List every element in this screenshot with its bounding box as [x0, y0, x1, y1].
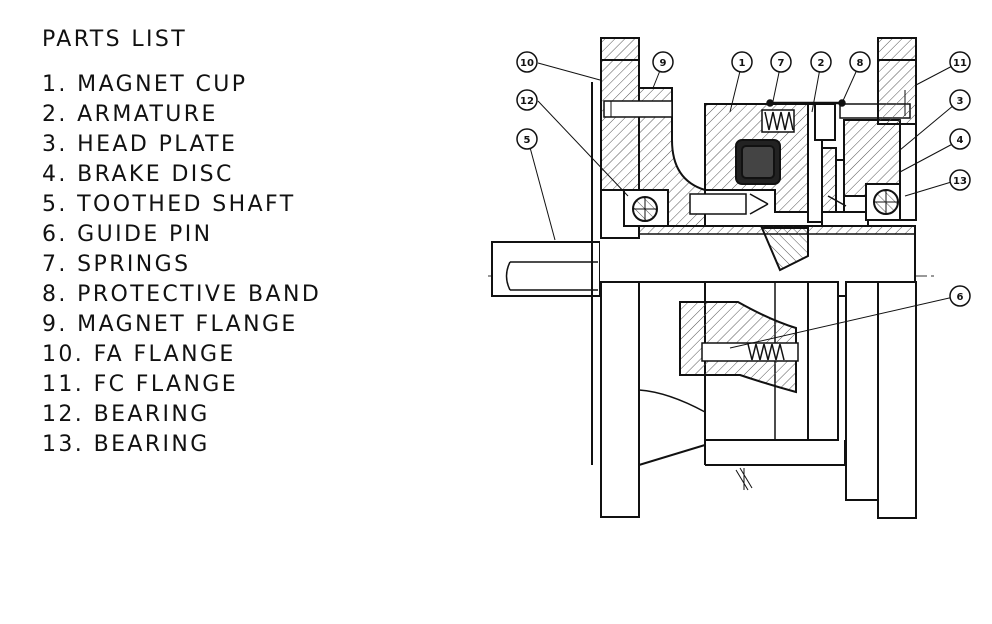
- brake-cross-section-drawing: 10 9 1 7 2 8 11 12 3 5 4 13 6: [488, 37, 971, 519]
- part-item-11: 11. FC FLANGE: [42, 372, 239, 397]
- callout-8: 8: [849, 51, 871, 73]
- parts-list-title: PARTS LIST: [42, 27, 188, 52]
- callout-10: 10: [516, 51, 538, 73]
- part-item-2: 2. ARMATURE: [42, 102, 218, 127]
- svg-text:1: 1: [739, 58, 746, 69]
- part-item-12: 12. BEARING: [42, 402, 210, 427]
- svg-text:5: 5: [524, 135, 531, 146]
- callout-2: 2: [810, 51, 832, 73]
- callout-1: 1: [731, 51, 753, 73]
- springs-7: [761, 109, 795, 133]
- part-item-9: 9. MAGNET FLANGE: [42, 312, 298, 337]
- part-item-13: 13. BEARING: [42, 432, 210, 457]
- part-item-3: 3. HEAD PLATE: [42, 132, 238, 157]
- part-item-10: 10. FA FLANGE: [42, 342, 236, 367]
- parts-list-panel: PARTS LIST 1. MAGNET CUP 2. ARMATURE 3. …: [42, 26, 321, 460]
- svg-text:12: 12: [520, 96, 534, 107]
- fc-flange: [877, 37, 917, 519]
- fa-flange: [591, 37, 640, 518]
- housing-lower: [704, 440, 846, 466]
- head-plate: [839, 103, 911, 501]
- svg-text:7: 7: [778, 58, 785, 69]
- callout-11: 11: [949, 51, 971, 73]
- svg-text:10: 10: [520, 58, 534, 69]
- callout-5: 5: [516, 128, 538, 150]
- svg-text:13: 13: [953, 176, 967, 187]
- part-item-7: 7. SPRINGS: [42, 252, 191, 277]
- svg-text:11: 11: [953, 58, 967, 69]
- part-item-1: 1. MAGNET CUP: [42, 72, 248, 97]
- part-item-8: 8. PROTECTIVE BAND: [42, 282, 322, 307]
- part-item-4: 4. BRAKE DISC: [42, 162, 234, 187]
- svg-text:9: 9: [660, 58, 667, 69]
- callout-3: 3: [949, 89, 971, 111]
- svg-text:6: 6: [957, 292, 964, 303]
- callout-6: 6: [949, 285, 971, 307]
- bearing-12: [623, 189, 669, 227]
- part-item-6: 6. GUIDE PIN: [42, 222, 213, 247]
- svg-text:4: 4: [957, 135, 964, 146]
- parts-list: 1. MAGNET CUP 2. ARMATURE 3. HEAD PLATE …: [42, 70, 321, 460]
- brake-disc: [821, 147, 869, 227]
- svg-text:8: 8: [857, 58, 864, 69]
- callout-7: 7: [770, 51, 792, 73]
- callout-9: 9: [652, 51, 674, 73]
- part-item-5: 5. TOOTHED SHAFT: [42, 192, 296, 217]
- callout-13: 13: [949, 169, 971, 191]
- svg-text:3: 3: [957, 96, 964, 107]
- svg-text:2: 2: [818, 58, 825, 69]
- bearing-13: [865, 183, 907, 221]
- callout-4: 4: [949, 128, 971, 150]
- callout-12: 12: [516, 89, 538, 111]
- callout-markers: 10 9 1 7 2 8 11 12 3 5 4 13 6: [516, 51, 971, 307]
